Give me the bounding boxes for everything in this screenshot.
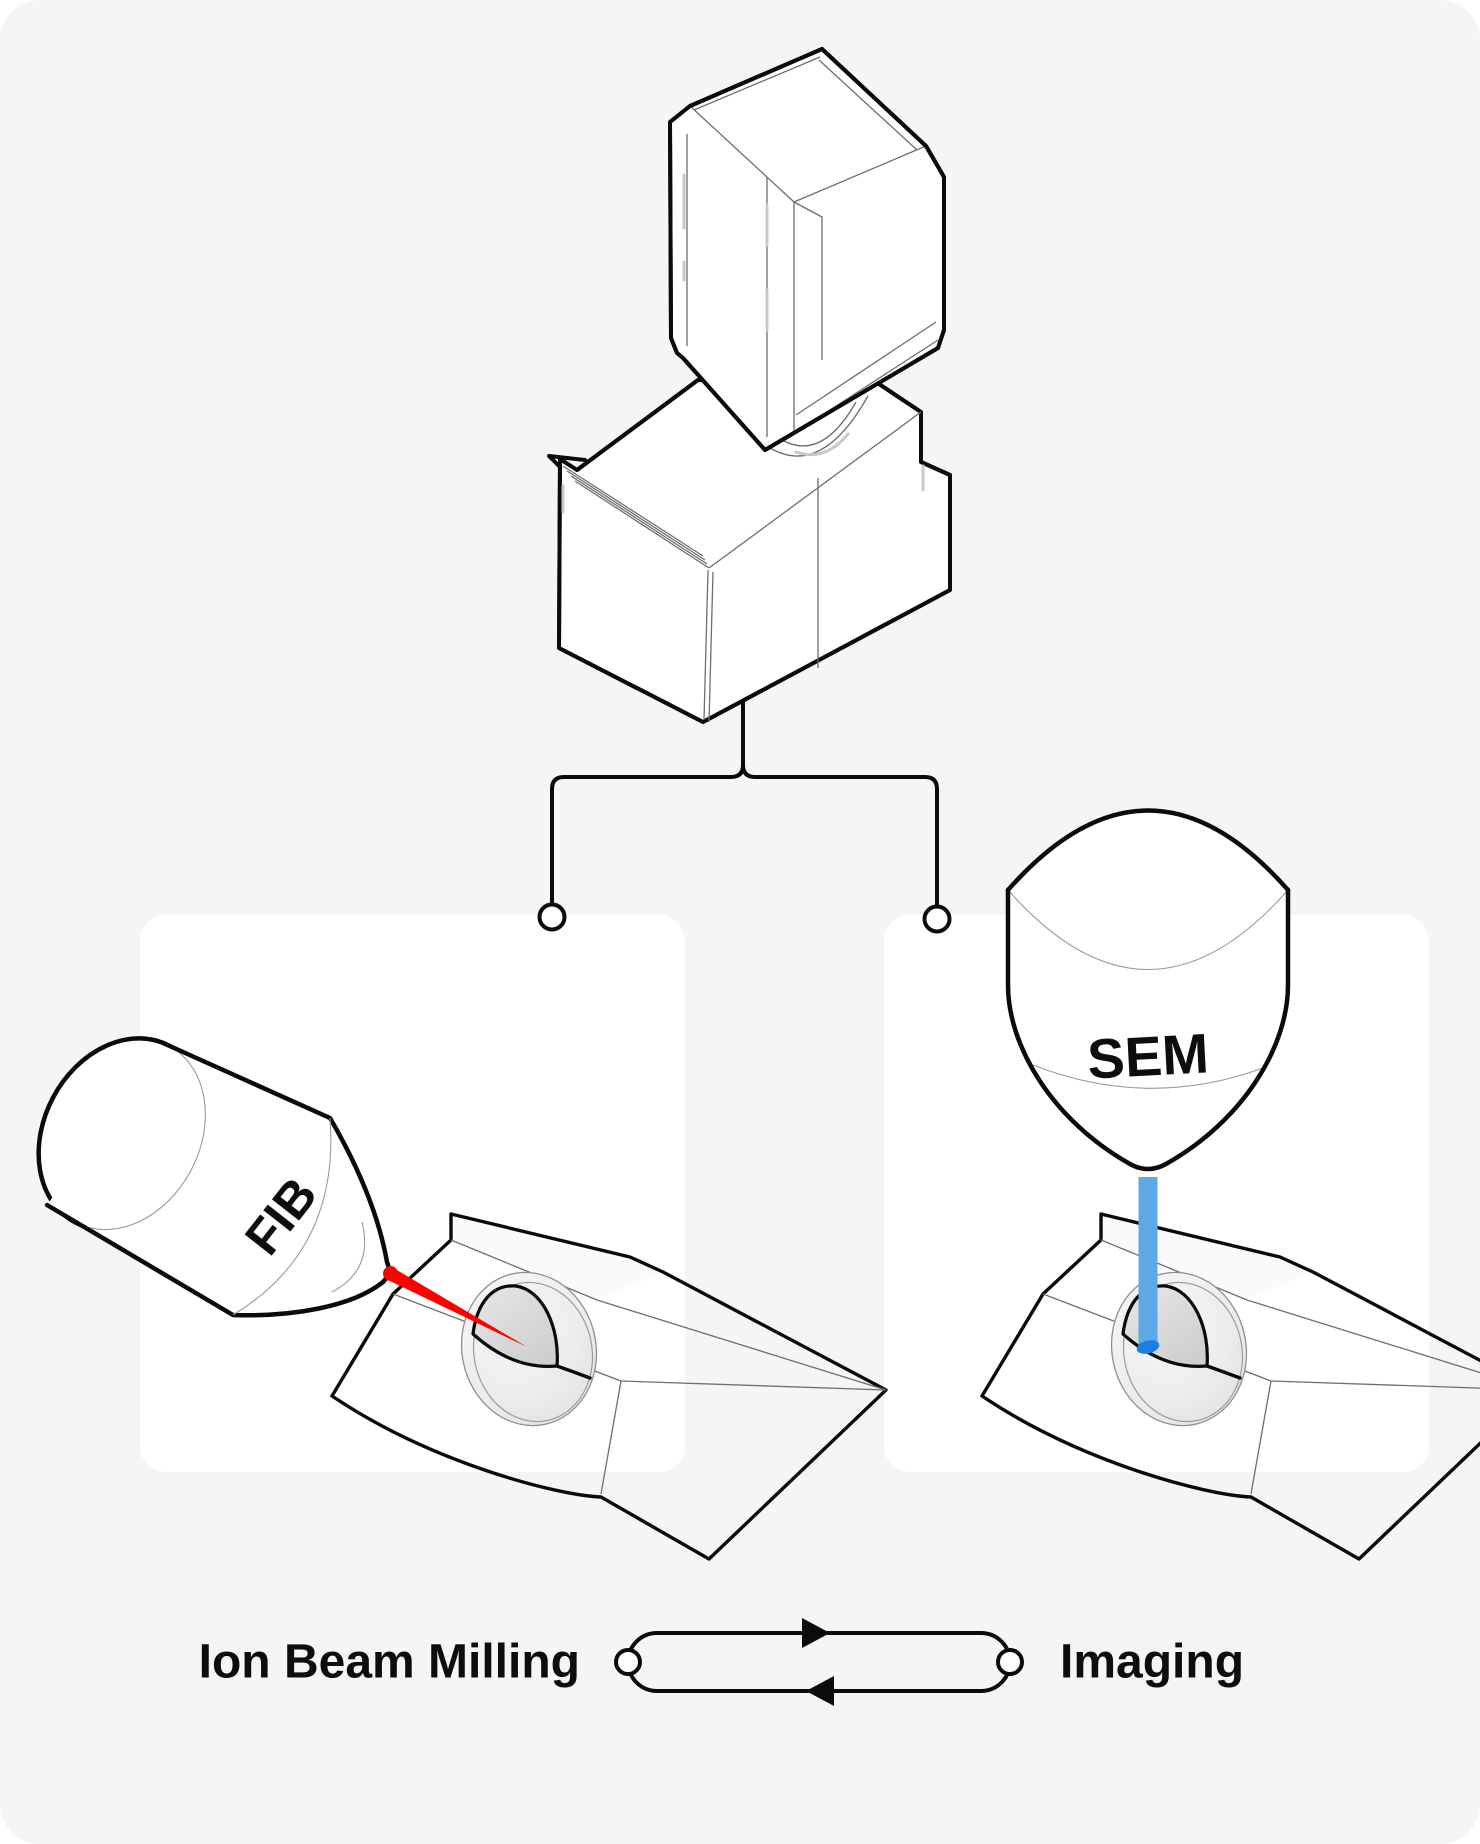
instrument-neck: [769, 395, 869, 457]
cycle-node-right: [996, 1648, 1024, 1676]
connector-node-right: [922, 904, 952, 934]
label-imaging: Imaging: [1060, 1636, 1244, 1689]
fib-column: FIB: [36, 1036, 392, 1318]
cycle-arrow-forward: [802, 1618, 830, 1648]
ion-beam: [383, 1266, 527, 1347]
label-ion-beam-milling: Ion Beam Milling: [199, 1636, 580, 1689]
cycle-arrow-backward: [806, 1676, 834, 1706]
instrument-monitor: [668, 47, 946, 452]
sem-label: SEM: [1086, 1021, 1210, 1090]
cycle-loop: [614, 1618, 1024, 1706]
cycle-node-left: [614, 1648, 642, 1676]
instrument-illustration: [547, 47, 952, 724]
connector-wire: [550, 699, 939, 908]
connector-node-left: [537, 902, 567, 932]
sem-column: SEM: [1005, 808, 1291, 1172]
instrument-chamber: [547, 378, 952, 724]
electron-beam: [1136, 1177, 1160, 1354]
electron-beam-spot: [1136, 1340, 1160, 1354]
